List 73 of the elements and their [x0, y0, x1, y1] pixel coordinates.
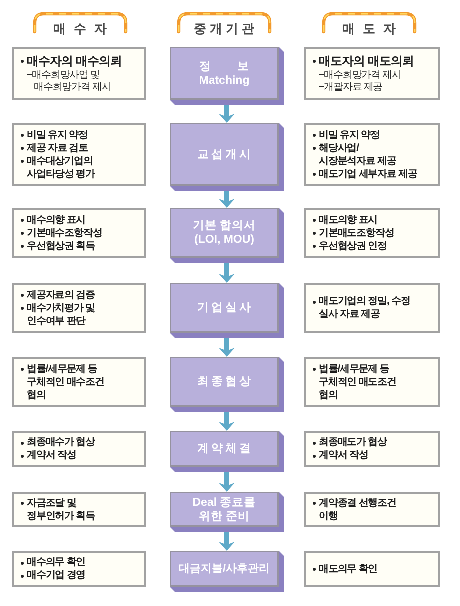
task-box — [304, 208, 440, 258]
bullet-text: 기본매도조항작성 — [312, 226, 394, 240]
bullet-text: 최종매수가 협상 — [20, 436, 96, 449]
step-label: 최종협상 — [196, 375, 254, 389]
step-label: Deal 종료를 위한 준비 — [192, 496, 258, 524]
bullet-text: 법률/세무문제 등 구체적인 매도조건 협의 — [312, 362, 414, 402]
bullet-text: 법률/세무문제 등 구체적인 매수조건 협의 — [20, 362, 122, 402]
process-box — [170, 492, 284, 532]
bullet-text: 최종매도가 협상 — [312, 436, 388, 449]
task-box — [12, 208, 146, 258]
bullet-text: 비밀 유지 약정 — [312, 128, 380, 142]
task-box — [12, 47, 146, 100]
process-box — [170, 123, 284, 191]
bullet-text: 매수자의 매수의뢰 — [20, 52, 122, 68]
bullet-text: 매도기업의 정밀, 수정 실사 자료 제공 — [312, 295, 422, 321]
task-box — [12, 283, 146, 333]
task-box — [304, 492, 440, 527]
bullet-text: 매도기업 세부자료 제공 — [312, 168, 418, 180]
arrow — [219, 472, 235, 492]
step-label: 계약체결 — [196, 442, 254, 456]
bullet-text: 계약서 작성 — [20, 449, 76, 462]
bullet-text: 비밀 유지 약정 — [20, 128, 88, 142]
step-label: 정 보 Matching — [199, 60, 250, 88]
bullet-text: 제공자료의 검증 — [20, 288, 96, 302]
process-box — [170, 47, 284, 105]
arrow — [219, 191, 235, 208]
bullet-text: 매도의무 확인 — [312, 562, 378, 576]
process-box — [170, 357, 284, 412]
process-box — [170, 283, 284, 338]
arrow — [219, 263, 235, 283]
bullet-text: 자금조달 및 정부인허가 획득 — [20, 496, 117, 522]
task-box — [12, 551, 146, 587]
bullet-text: 계약서 작성 — [312, 449, 368, 462]
bullet-text: 제공 자료 검토 — [20, 142, 88, 154]
task-box — [12, 357, 146, 407]
bullet-text: 기본매수조항작성 — [20, 226, 102, 240]
bullet-text: 매수기업 경영 — [20, 569, 86, 582]
process-box — [170, 208, 284, 263]
task-box — [304, 551, 440, 587]
step-label: 대금지불/사후관리 — [178, 562, 270, 576]
arrow — [219, 338, 235, 357]
task-box — [12, 123, 146, 186]
sub-item-text: −매수희망가격 제시 — [319, 70, 402, 82]
arrow — [219, 412, 235, 431]
task-box — [12, 431, 146, 467]
task-box — [304, 47, 440, 100]
task-box — [304, 357, 440, 407]
bullet-text: 매수의무 확인 — [20, 556, 86, 569]
column-header: 중개기관 — [193, 22, 258, 37]
task-box — [304, 123, 440, 186]
column-header: 매 수 자 — [52, 22, 110, 37]
step-label: 기본 합의서 (LOI, MOU) — [192, 219, 258, 247]
sub-item-text: −개괄자료 제공 — [319, 82, 383, 94]
process-box — [170, 551, 284, 592]
task-box — [304, 431, 440, 467]
bullet-text: 계약종결 선행조건 이행 — [312, 496, 414, 522]
bullet-text: 매수대상기업의 사업타당성 평가 — [20, 154, 141, 180]
bullet-text: 매도의향 표시 — [312, 214, 378, 226]
bullet-text: 우선협상권 획득 — [20, 240, 96, 252]
arrow — [219, 105, 235, 123]
arrow — [219, 532, 235, 551]
bullet-text: 매수가치평가 및 인수여부 판단 — [20, 302, 122, 328]
step-label: 기업실사 — [196, 301, 254, 315]
bullet-text: 우선협상권 인정 — [312, 240, 388, 252]
task-box — [304, 283, 440, 333]
bullet-text: 매수의향 표시 — [20, 214, 86, 226]
process-box — [170, 431, 284, 472]
sub-item-text: −매수희망사업 및 매수희망가격 제시 — [27, 70, 112, 94]
task-box — [12, 492, 146, 527]
bullet-text: 매도자의 매도의뢰 — [312, 52, 414, 68]
step-label: 교섭개시 — [196, 148, 254, 162]
column-header: 매 도 자 — [342, 22, 398, 37]
bullet-text: 해당사업/ 시장분석자료 제공 — [312, 142, 409, 168]
